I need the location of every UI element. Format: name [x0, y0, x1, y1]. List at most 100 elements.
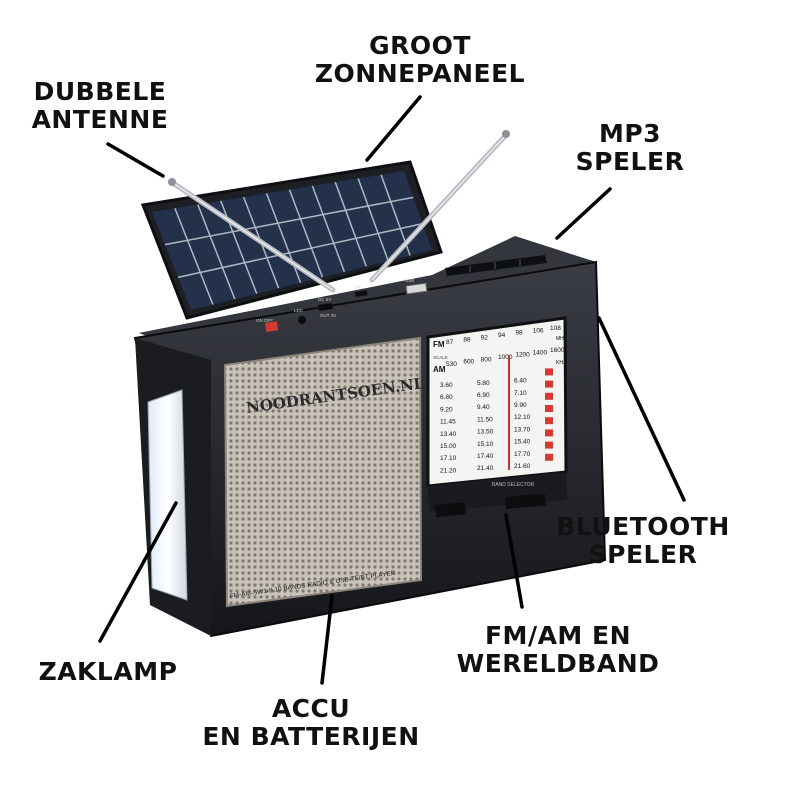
- dial-scale-label: 530: [446, 361, 457, 368]
- am-band-label: AM: [433, 365, 446, 374]
- sw-band-marker: [545, 417, 553, 425]
- sw-band-value: 7.10: [514, 390, 527, 397]
- sw-band-value: 15.40: [514, 439, 531, 446]
- callout-bluetooth: [597, 316, 686, 502]
- sw-band-value: 12.10: [514, 414, 531, 421]
- tuning-knob[interactable]: [504, 493, 546, 509]
- solar-cell-divider: [177, 222, 423, 279]
- label-line: ACCU: [271, 694, 351, 723]
- dial-scale-label: 1400: [533, 349, 548, 356]
- antenna-right: [369, 130, 510, 283]
- sw-band-value: 15.10: [477, 441, 494, 448]
- sw-band-value: 9.90: [514, 402, 527, 409]
- callout-mp3: [555, 187, 612, 240]
- sw-band-value: 6.80: [440, 394, 453, 401]
- dial-scale-label: 98: [515, 330, 523, 337]
- led-button[interactable]: [298, 316, 306, 324]
- sw-band-value: 15.00: [440, 443, 457, 450]
- out-label: OUT 4V: [320, 313, 336, 318]
- sw-band-marker: [545, 405, 553, 412]
- sw-band-value: 3.60: [440, 382, 453, 389]
- label-flashlight: ZAKLAMP: [28, 658, 188, 686]
- scale-label: SCALE: [433, 355, 448, 360]
- usb-label: USB: [405, 278, 414, 283]
- solar-cell-divider: [311, 185, 346, 273]
- dial-scale-label: 108: [550, 325, 561, 332]
- label-line: SPELER: [575, 147, 685, 176]
- label-line: ANTENNE: [31, 105, 169, 134]
- label-line: ZAKLAMP: [38, 657, 178, 686]
- tf-label: TF: [355, 285, 361, 290]
- dial-scale-label: 1600: [550, 347, 565, 354]
- label-line: ZONNEPANEEL: [314, 59, 526, 88]
- sw-band-value: 21.40: [477, 465, 494, 472]
- label-dual-antenna: DUBBELE ANTENNE: [25, 78, 175, 134]
- fm-unit: MHz: [556, 336, 567, 342]
- label-bluetooth-player: BLUETOOTH SPELER: [548, 513, 738, 569]
- sw-band-value: 5.80: [477, 380, 490, 387]
- solar-cell-divider: [288, 189, 324, 278]
- dial-scale-label: 1200: [515, 352, 530, 359]
- sw-band-marker: [545, 368, 553, 376]
- dial-scale-label: 94: [498, 332, 506, 339]
- sw-band-marker: [545, 380, 553, 388]
- sw-band-value: 17.10: [440, 455, 457, 462]
- sw-band-value: 6.90: [477, 392, 490, 399]
- dial-scale-label: 92: [481, 334, 489, 341]
- sw-band-value: 6.40: [514, 378, 527, 385]
- solar-cell-divider: [164, 196, 414, 246]
- label-line: SPELER: [588, 540, 698, 569]
- usb-port: [405, 282, 428, 295]
- power-label: ON OFF: [256, 318, 273, 323]
- mp3-buttons[interactable]: [445, 255, 547, 276]
- dc-in-port: [317, 303, 333, 311]
- dial-scale-label: 1000: [498, 354, 513, 361]
- solar-cell-divider: [265, 193, 302, 283]
- callout-solar: [365, 95, 422, 162]
- sw-band-value: 21.60: [514, 463, 531, 470]
- fm-band-label: FM: [433, 340, 445, 349]
- flashlight-lens: [147, 389, 188, 601]
- callout-lines: [98, 95, 686, 685]
- band-switch[interactable]: [434, 502, 466, 517]
- callout-fmam: [504, 513, 524, 609]
- label-line: WERELDBAND: [456, 649, 660, 678]
- dc-label: DC 5V: [318, 297, 331, 302]
- sw-band-value: 11.45: [440, 419, 456, 426]
- label-fm-am-worldband: FM/AM EN WERELDBAND: [448, 622, 668, 678]
- tf-slot: [354, 290, 368, 297]
- solar-panel: [140, 160, 443, 320]
- dial-scale-label: 600: [463, 359, 474, 366]
- solar-cell-divider: [357, 178, 389, 262]
- label-line: DUBBELE: [33, 77, 167, 106]
- sw-band-marker: [545, 453, 553, 461]
- label-line: MP3: [598, 119, 662, 148]
- solar-cell-divider: [174, 207, 214, 305]
- dial-scale-label: 106: [533, 327, 544, 334]
- power-switch[interactable]: [265, 321, 279, 332]
- solar-cell-divider: [334, 181, 367, 267]
- callout-battery: [320, 594, 334, 685]
- callout-flashlight: [98, 501, 178, 643]
- sw-band-value: 21.20: [440, 467, 457, 474]
- band-selector-label: BAND SELECTOR: [492, 482, 535, 488]
- sw-band-value: 17.70: [514, 451, 531, 458]
- solar-cell-divider: [197, 204, 236, 300]
- callout-antenna: [106, 142, 165, 178]
- label-mp3-player: MP3 SPELER: [560, 120, 700, 176]
- dial-scale-label: 87: [446, 339, 454, 346]
- dial-scale-label: 800: [481, 356, 492, 363]
- led-label: LED: [294, 308, 304, 313]
- speaker-grille: [223, 336, 423, 608]
- label-line: EN BATTERIJEN: [202, 722, 420, 751]
- label-battery: ACCU EN BATTERIJEN: [186, 695, 436, 751]
- sw-band-value: 11.50: [477, 416, 493, 423]
- label-line: GROOT: [369, 31, 471, 60]
- dial-scale-label: 88: [463, 337, 471, 344]
- sw-band-marker: [545, 392, 553, 400]
- sw-band-marker: [545, 441, 553, 449]
- label-line: FM/AM EN: [484, 621, 632, 650]
- label-line: BLUETOOTH: [556, 512, 730, 541]
